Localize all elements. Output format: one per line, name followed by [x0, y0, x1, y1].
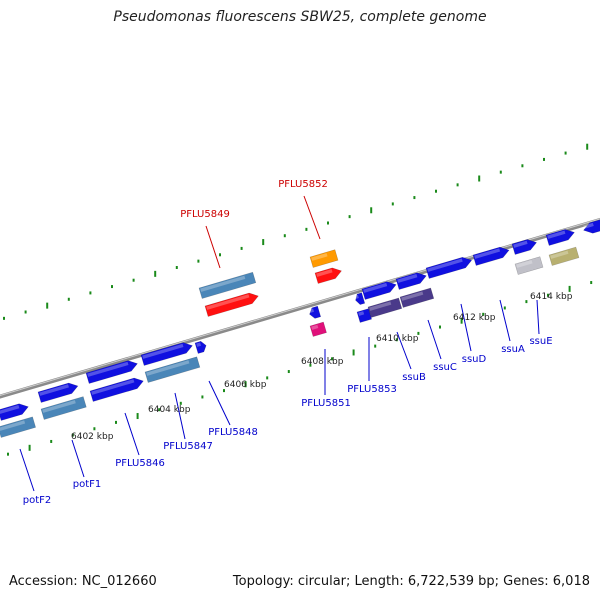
scale-label: 6402 kbp: [71, 432, 114, 442]
gene-label[interactable]: ssuE: [529, 336, 552, 347]
gene-arrow[interactable]: [354, 292, 366, 306]
gene-block[interactable]: [309, 321, 327, 337]
leader-line: [124, 412, 140, 456]
gene-arrow[interactable]: [395, 271, 428, 290]
gene-arrow[interactable]: [511, 237, 538, 255]
leader-line: [71, 439, 85, 478]
gene-features: [0, 219, 600, 438]
gene-arrow[interactable]: [361, 279, 398, 300]
genome-title: Pseudomonas fluorescens SBW25, complete …: [113, 9, 487, 25]
gene-label[interactable]: ssuA: [501, 344, 525, 355]
gene-label[interactable]: PFLU5852: [278, 179, 328, 190]
scale-label: 6410 kbp: [376, 334, 419, 344]
genome-backbone-highlight: [0, 218, 600, 397]
gene-label[interactable]: potF1: [73, 479, 102, 490]
gene-label[interactable]: ssuD: [462, 354, 487, 365]
gene-label[interactable]: PFLU5846: [115, 458, 165, 469]
labels: 6402 kbp 6404 kbp 6406 kbp 6408 kbp 6410 kbp…: [23, 179, 573, 506]
accession-text: Accession: NC_012660: [9, 574, 157, 589]
leader-line: [174, 392, 186, 440]
gene-block[interactable]: [0, 416, 36, 438]
gene-block[interactable]: [144, 356, 201, 383]
gene-label[interactable]: ssuB: [402, 372, 426, 383]
label-leader-lines: [19, 195, 540, 492]
scale-label: 6404 kbp: [148, 405, 191, 415]
gene-block[interactable]: [309, 249, 339, 268]
leader-line: [460, 303, 472, 352]
gene-arrow[interactable]: [425, 255, 473, 279]
gene-label[interactable]: potF2: [23, 495, 52, 506]
gene-arrow[interactable]: [194, 340, 208, 354]
scale-label: 6412 kbp: [453, 313, 496, 323]
gene-arrow[interactable]: [0, 402, 30, 421]
gene-arrow[interactable]: [204, 291, 260, 317]
genome-summary-text: Topology: circular; Length: 6,722,539 bp…: [232, 574, 590, 589]
leader-line: [427, 319, 442, 360]
leader-line: [205, 225, 221, 269]
gene-arrow[interactable]: [37, 381, 79, 403]
scale-ticks: [3, 143, 593, 456]
leader-line: [396, 331, 412, 370]
gene-block[interactable]: [367, 297, 403, 318]
gene-label[interactable]: PFLU5853: [347, 384, 397, 395]
leader-line: [19, 448, 35, 492]
leader-line: [208, 380, 231, 426]
gene-block[interactable]: [356, 308, 372, 323]
genome-backbone: [0, 217, 600, 399]
leader-line: [499, 299, 511, 342]
gene-arrow[interactable]: [140, 340, 194, 366]
gene-block[interactable]: [399, 287, 435, 308]
gene-block[interactable]: [198, 271, 257, 299]
gene-label[interactable]: PFLU5851: [301, 398, 351, 409]
leader-line: [303, 195, 321, 240]
gene-arrow[interactable]: [85, 358, 139, 384]
gene-label[interactable]: PFLU5849: [180, 209, 230, 220]
gene-arrow[interactable]: [314, 266, 343, 284]
gene-arrow[interactable]: [545, 227, 576, 246]
gene-block[interactable]: [514, 256, 544, 275]
gene-arrow[interactable]: [89, 376, 145, 402]
scale-label: 6406 kbp: [224, 380, 267, 390]
gene-label[interactable]: PFLU5847: [163, 441, 213, 452]
gene-label[interactable]: PFLU5848: [208, 427, 258, 438]
gene-label[interactable]: ssuC: [433, 362, 457, 373]
gene-block[interactable]: [548, 246, 580, 266]
gene-arrow[interactable]: [582, 219, 600, 235]
leader-line: [536, 299, 540, 335]
scale-label: 6408 kbp: [301, 357, 344, 367]
gene-arrow[interactable]: [472, 245, 511, 266]
scale-label: 6414 kbp: [530, 292, 573, 302]
gene-block[interactable]: [40, 396, 87, 420]
gene-arrow[interactable]: [308, 305, 322, 319]
